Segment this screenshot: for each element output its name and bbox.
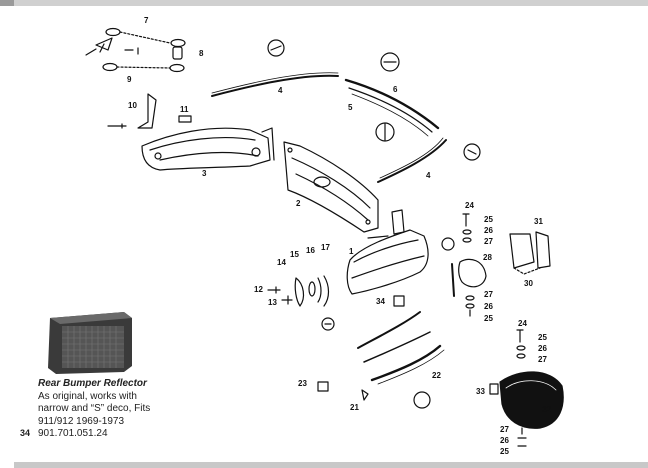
callout-23: 23 xyxy=(298,379,307,388)
callout-15: 15 xyxy=(290,250,299,259)
hardware-24-27-lower xyxy=(516,329,527,447)
callout-26-b: 26 xyxy=(484,302,493,311)
callout-7: 7 xyxy=(144,16,149,25)
callout-16: 16 xyxy=(306,246,315,255)
bracket-hardware-7-9 xyxy=(85,27,186,73)
callout-5: 5 xyxy=(348,103,353,112)
callout-22: 22 xyxy=(432,371,441,380)
callout-32: 32 xyxy=(542,405,551,414)
callout-28: 28 xyxy=(483,253,492,262)
detail-callouts xyxy=(267,39,481,409)
callout-6: 6 xyxy=(393,85,398,94)
inner-panel-2 xyxy=(283,141,379,233)
callout-25-c: 25 xyxy=(538,333,547,342)
product-title: Rear Bumper Reflector xyxy=(38,378,147,389)
callout-27-b: 27 xyxy=(484,290,493,299)
hardware-24-28 xyxy=(451,213,487,317)
callout-3: 3 xyxy=(202,169,207,178)
reflector-housing-32 xyxy=(489,371,564,429)
callout-2: 2 xyxy=(296,199,301,208)
page-number: 34 xyxy=(20,428,31,438)
callout-4-lower: 4 xyxy=(426,171,431,180)
bumper-bracket-3 xyxy=(141,127,275,171)
small-hardware-12-17 xyxy=(267,275,330,307)
callout-8: 8 xyxy=(199,49,204,58)
callout-14: 14 xyxy=(277,258,286,267)
callout-25-d: 25 xyxy=(500,447,509,456)
callout-26-a: 26 xyxy=(484,226,493,235)
callout-30: 30 xyxy=(524,279,533,288)
mounting-bracket-10 xyxy=(107,93,192,129)
product-desc-line-1: As original, works with xyxy=(38,390,137,402)
callout-21: 21 xyxy=(350,403,359,412)
callout-27-d: 27 xyxy=(500,425,509,434)
callout-4-upper: 4 xyxy=(278,86,283,95)
callout-12: 12 xyxy=(254,285,263,294)
callout-17: 17 xyxy=(321,243,330,252)
callout-25-a: 25 xyxy=(484,215,493,224)
reflector-pair-30-31 xyxy=(509,231,551,275)
callout-9: 9 xyxy=(127,75,132,84)
callout-26-d: 26 xyxy=(500,436,509,445)
product-part-number: 901.701.051.24 xyxy=(38,428,108,440)
top-rule-accent xyxy=(0,0,14,6)
rear-bumper-1 xyxy=(346,209,429,295)
lower-strips-21-23 xyxy=(317,311,445,401)
top-rule xyxy=(0,0,648,6)
callout-33: 33 xyxy=(476,387,485,396)
rubber-strips-5-6 xyxy=(344,78,440,137)
bottom-rule xyxy=(14,462,648,468)
callout-26-c: 26 xyxy=(538,344,547,353)
callout-27-c: 27 xyxy=(538,355,547,364)
block-34 xyxy=(393,295,405,307)
callout-24-b: 24 xyxy=(518,319,527,328)
callout-1: 1 xyxy=(349,247,354,256)
callout-10: 10 xyxy=(128,101,137,110)
trim-strip-4-lower xyxy=(377,139,447,183)
callout-11: 11 xyxy=(180,105,189,114)
callout-25-b: 25 xyxy=(484,314,493,323)
callout-24-a: 24 xyxy=(465,201,474,210)
callout-13: 13 xyxy=(268,298,277,307)
callout-34: 34 xyxy=(376,297,385,306)
product-desc-line-3: 911/912 1969-1973 xyxy=(38,415,125,427)
callout-31: 31 xyxy=(534,217,543,226)
callout-labels: 7 8 9 10 11 4 6 5 3 2 4 1 24 25 26 27 28… xyxy=(127,16,551,456)
trim-strip-4-upper xyxy=(211,74,339,97)
product-image-reflector xyxy=(48,312,132,374)
product-caption: Rear Bumper Reflector As original, works… xyxy=(38,378,208,441)
product-desc-line-2: narrow and “S” deco, Fits xyxy=(38,403,151,415)
callout-27-a: 27 xyxy=(484,237,493,246)
